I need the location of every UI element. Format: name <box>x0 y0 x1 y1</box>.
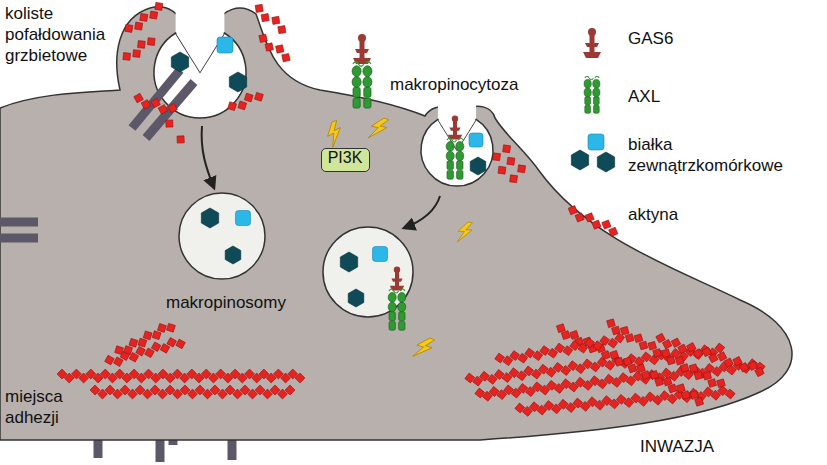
label: makropinocytoza <box>390 74 540 95</box>
legend-item: AXL <box>566 76 804 116</box>
legend-item: białka zewnątrzkomórkowe <box>566 130 804 186</box>
legend-swatch <box>566 130 622 186</box>
legend-swatch <box>566 22 622 62</box>
legend-text: aktyna <box>628 200 804 225</box>
legend-text: GAS6 <box>628 22 804 49</box>
label: makropinosomy <box>166 292 316 313</box>
enzyme-box: PI3K <box>321 148 370 172</box>
label: koliste pofałdowania grzbietowe <box>5 3 117 66</box>
legend-item: aktyna <box>566 200 804 240</box>
legend-text: AXL <box>628 76 804 107</box>
legend-item: GAS6 <box>566 22 804 62</box>
legend-text: białka zewnątrzkomórkowe <box>628 130 804 176</box>
label: INWAZJA <box>640 436 750 457</box>
legend-swatch <box>566 76 622 116</box>
label: miejsca adhezji <box>5 386 67 428</box>
node-text: PI3K <box>322 149 369 167</box>
legend-swatch <box>566 200 622 240</box>
